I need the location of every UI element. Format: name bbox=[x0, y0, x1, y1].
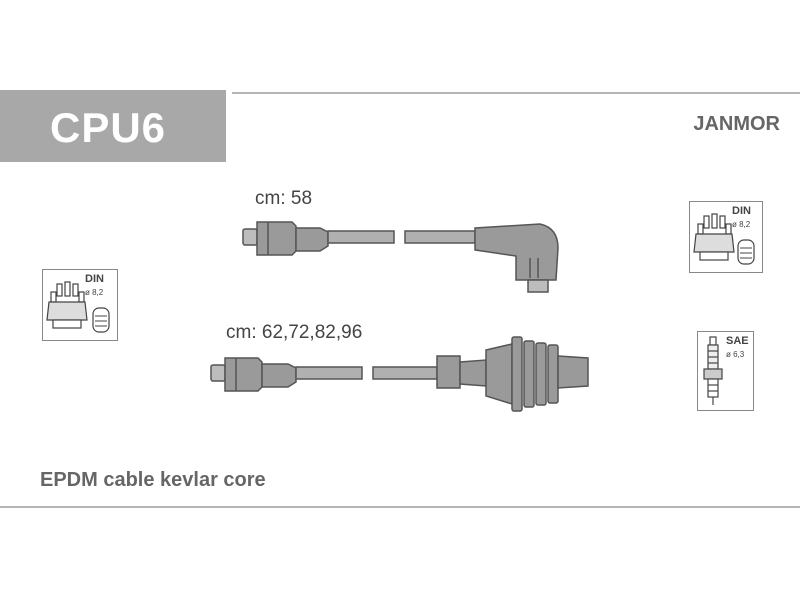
spark-plug-badge: SAE ø 6,3 bbox=[697, 331, 754, 411]
spark-plug-diameter: ø 6,3 bbox=[726, 350, 745, 359]
distributor-right-badge: DIN ø 8,2 bbox=[689, 201, 763, 273]
cable-2-lead bbox=[295, 366, 438, 380]
terminal-connector-icon bbox=[737, 239, 755, 265]
cable-1-lead bbox=[327, 230, 476, 244]
part-code-banner bbox=[0, 90, 226, 162]
bottom-divider bbox=[0, 506, 800, 508]
distributor-cap-icon bbox=[46, 281, 88, 329]
cable-1-length: cm: 58 bbox=[255, 188, 313, 209]
distributor-cap-icon bbox=[693, 213, 735, 261]
distributor-left-badge: DIN ø 8,2 bbox=[42, 269, 118, 341]
cable-1-angled-boot bbox=[474, 223, 559, 293]
cable-2-straight-boot bbox=[210, 357, 297, 392]
spark-plug-icon bbox=[703, 336, 723, 405]
cable-description: EPDM cable kevlar core bbox=[40, 469, 266, 491]
distributor-left-diameter: ø 8,2 bbox=[85, 288, 104, 297]
cable-1-straight-boot bbox=[242, 221, 329, 256]
part-code: CPU6 bbox=[50, 104, 167, 151]
cable-2-length: cm: 62,72,82,96 bbox=[226, 322, 363, 343]
brand-name: JANMOR bbox=[693, 113, 780, 135]
distributor-left-standard: DIN bbox=[85, 273, 104, 285]
distributor-right-standard: DIN bbox=[732, 205, 751, 217]
cable-2-spark-plug-boot bbox=[436, 336, 589, 412]
terminal-connector-icon bbox=[92, 307, 110, 333]
top-divider bbox=[232, 92, 800, 94]
spark-plug-standard: SAE bbox=[726, 335, 749, 347]
distributor-right-diameter: ø 8,2 bbox=[732, 220, 751, 229]
